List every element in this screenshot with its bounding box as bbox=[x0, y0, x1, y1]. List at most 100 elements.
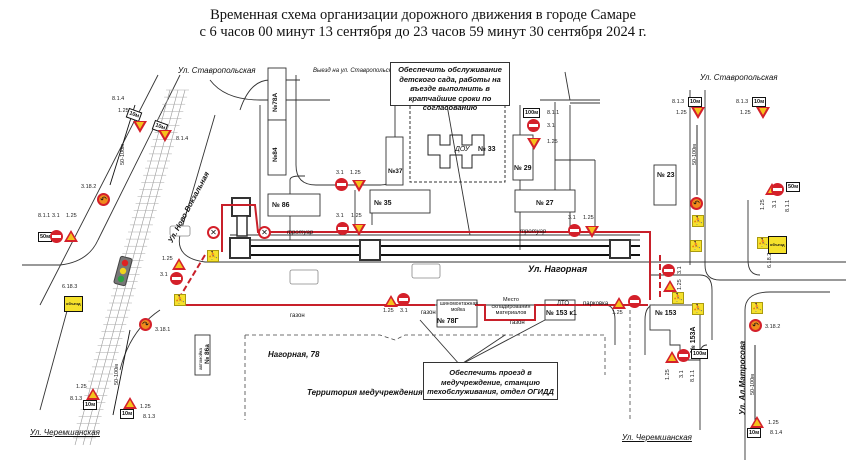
kindergarten-building bbox=[427, 134, 485, 169]
work-pit bbox=[229, 237, 251, 259]
no-entry-sign bbox=[50, 230, 63, 243]
kindergarten-note: Обеспечить обслуживание детского сада, р… bbox=[390, 62, 510, 112]
sign-code: 1.25 bbox=[66, 213, 77, 219]
road-edge bbox=[97, 74, 181, 241]
sign-code: 8.1.4 bbox=[112, 96, 125, 102]
parked-cars bbox=[169, 225, 441, 285]
medical-fence bbox=[245, 334, 606, 375]
no-right-turn-sign: ↷ bbox=[139, 318, 152, 331]
road-edge bbox=[564, 71, 571, 101]
road-edge bbox=[39, 74, 159, 306]
tire-shop-caption: шиномонтажная мойка bbox=[440, 301, 478, 313]
no-left-turn-sign: ↶ bbox=[97, 193, 110, 206]
distance-plate: 100м bbox=[523, 108, 541, 118]
no-entry-sign bbox=[527, 119, 540, 132]
no-left-turn-sign: ↶ bbox=[690, 197, 703, 210]
range-label: 50-100м bbox=[114, 364, 120, 385]
detour-sign: объезд bbox=[64, 296, 83, 312]
distance-arrow-plate: 10м bbox=[747, 428, 762, 438]
car bbox=[169, 225, 191, 237]
sign-code: 3.1 bbox=[568, 215, 576, 221]
building-label-86: № 86 bbox=[272, 202, 290, 209]
traffic-light bbox=[113, 255, 133, 287]
sign-code: 8.1.4 bbox=[770, 430, 783, 436]
sidewalk-label-2: тротуар bbox=[520, 229, 547, 235]
road-edge bbox=[704, 264, 846, 281]
sign-code: 8.1.1 bbox=[547, 110, 560, 116]
kindergarten-label: ДОУ bbox=[455, 146, 470, 153]
building-label-84: №84 bbox=[272, 147, 279, 162]
no-entry-sign bbox=[568, 224, 581, 237]
building-23 bbox=[653, 164, 677, 206]
street-label-stavropolskaya-right: Ул. Ставропольская bbox=[700, 73, 778, 82]
car bbox=[289, 269, 319, 285]
building-label-35: № 35 bbox=[374, 200, 392, 207]
buildings bbox=[194, 67, 701, 376]
sign-code: 1.25 bbox=[665, 369, 671, 380]
building-35 bbox=[369, 189, 431, 214]
sign-code: 6.18.2 bbox=[767, 252, 773, 268]
sign-code: 8.1.1 bbox=[785, 199, 791, 212]
street-label-stavropolskaya: Ул. Ставропольская bbox=[178, 66, 256, 75]
sign-code: 1.25 bbox=[676, 110, 687, 116]
pedestrian-crossing-sign: ⛹ bbox=[207, 250, 219, 262]
pedestrian-crossing-sign: ⛹ bbox=[174, 294, 186, 306]
sign-code: 1.25 bbox=[383, 308, 394, 314]
sign-code: 1.25 bbox=[583, 215, 594, 221]
distance-arrow-plate: 10м bbox=[688, 97, 703, 107]
pedestrian-crossing-sign: ⛹ bbox=[692, 303, 704, 315]
road-works-sign bbox=[750, 416, 764, 428]
road-works-sign bbox=[585, 226, 599, 238]
road-works-sign bbox=[612, 297, 626, 309]
street-label-matrosova: Ул. Ал.Матросова bbox=[738, 340, 747, 415]
pedestrian-crossing-sign: ⛹ bbox=[751, 302, 763, 314]
sign-code: 8.1.1 bbox=[38, 213, 51, 219]
building-label-153k1: № 153 к1 bbox=[546, 310, 577, 317]
sign-code: 3.1 bbox=[679, 370, 685, 378]
street-label-nagornaya: Ул. Нагорная bbox=[528, 264, 588, 274]
no-entry-sign bbox=[170, 272, 183, 285]
road-edge bbox=[747, 200, 761, 276]
sign-code: 1.25 bbox=[162, 256, 173, 262]
no-entry-sign bbox=[662, 264, 675, 277]
sidewalk-label: тротуар bbox=[287, 230, 314, 236]
sign-code: 3.1 bbox=[336, 213, 344, 219]
building-label-86a: № 86а bbox=[204, 344, 211, 364]
sign-code: 1.25 bbox=[760, 199, 766, 210]
range-label: 50-100м bbox=[692, 144, 698, 165]
sign-code: 1.25 bbox=[612, 310, 623, 316]
sign-code: 1.25 bbox=[140, 404, 151, 410]
distance-arrow-plate: 10м bbox=[83, 400, 98, 410]
street-label-cheremshanskaya-right: Ул. Черемшанская bbox=[622, 433, 692, 442]
road-edge bbox=[650, 274, 713, 340]
sign-code: 1.25 bbox=[768, 420, 779, 426]
car bbox=[411, 263, 441, 279]
sign-code: 3.1 bbox=[336, 170, 344, 176]
road-works-sign bbox=[86, 388, 100, 400]
building-label-29: № 29 bbox=[514, 165, 532, 172]
no-entry-sign bbox=[336, 222, 349, 235]
no-entry-sign bbox=[397, 293, 410, 306]
work-pit bbox=[359, 239, 381, 261]
storage-label: Место складирования материалов bbox=[491, 297, 531, 316]
building-37 bbox=[385, 136, 404, 186]
sign-code: 1.25 bbox=[351, 213, 362, 219]
no-pedestrian-sign: ✕ bbox=[258, 226, 271, 239]
sign-code: 3.18.1 bbox=[155, 327, 171, 333]
building-label-153: № 153 bbox=[655, 310, 677, 317]
building-78g bbox=[436, 299, 478, 328]
building-27 bbox=[514, 189, 576, 213]
road-works-sign bbox=[352, 180, 366, 192]
parking-label: парковка bbox=[583, 301, 609, 307]
road-works-sign bbox=[158, 130, 172, 142]
lto-label: ЛТО bbox=[557, 301, 569, 307]
no-entry-sign bbox=[628, 295, 641, 308]
sign-code: 8.1.3 bbox=[70, 396, 83, 402]
sign-code: 3.1 bbox=[160, 272, 168, 278]
sign-code: 8.1.3 bbox=[736, 99, 749, 105]
address-nagornaya-78: Нагорная, 78 bbox=[268, 350, 320, 359]
building-label-78g: № 78Г bbox=[437, 318, 459, 325]
pedestrian-crossing-sign: ⛹ bbox=[692, 215, 704, 227]
no-pedestrian-sign: ✕ bbox=[207, 226, 220, 239]
